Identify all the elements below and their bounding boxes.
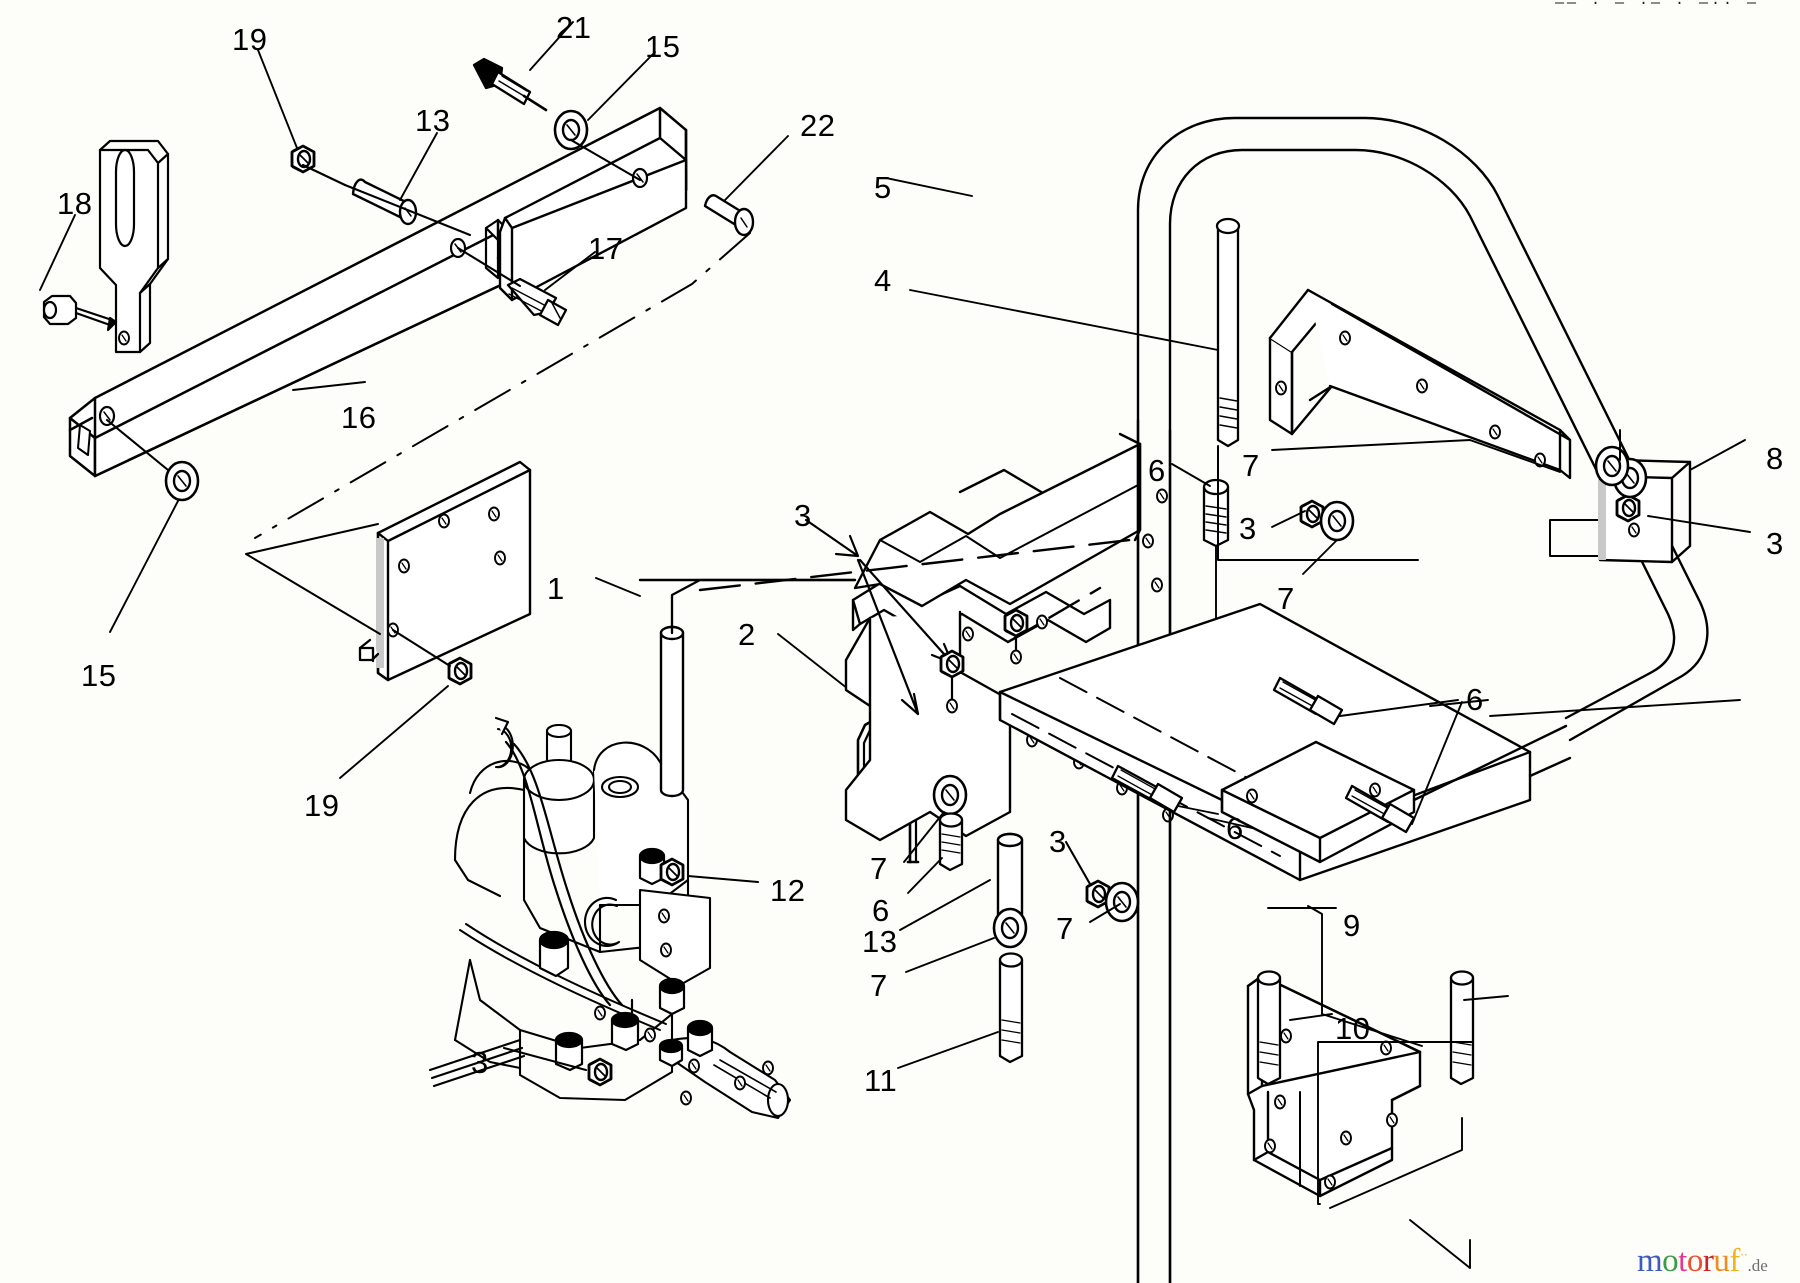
callout-9: 9 xyxy=(1343,908,1361,943)
callout-7-a: 7 xyxy=(1242,448,1260,483)
callout-11: 11 xyxy=(864,1063,898,1098)
wm-dots: ·· xyxy=(1739,1247,1748,1262)
callout-15-b: 15 xyxy=(81,658,117,693)
callout-7-c: 7 xyxy=(870,851,888,886)
callout-3-e: 3 xyxy=(471,1045,489,1080)
header-partial-text: —— · — ·— · —·· — xyxy=(1555,0,1800,4)
callout-18: 18 xyxy=(57,186,93,221)
wm-letter-m: m xyxy=(1637,1243,1663,1279)
motoruf-watermark: motoruf··.de xyxy=(1637,1243,1768,1280)
callout-10: 10 xyxy=(1335,1011,1371,1046)
callout-7-d: 7 xyxy=(1056,911,1074,946)
callout-6-e: 6 xyxy=(1466,682,1484,717)
callout-8: 8 xyxy=(1766,441,1784,476)
callout-13-b: 13 xyxy=(862,924,898,959)
callout-6-d: 6 xyxy=(1226,811,1244,846)
callout-21: 21 xyxy=(556,10,592,45)
callout-2: 2 xyxy=(738,617,756,652)
callout-3-b: 3 xyxy=(1239,511,1257,546)
wm-suffix-de: .de xyxy=(1747,1256,1768,1275)
wm-letter-t: t xyxy=(1678,1243,1687,1279)
callout-3-c: 3 xyxy=(1766,526,1784,561)
wm-letter-f: f xyxy=(1729,1243,1740,1279)
wm-letter-u: u xyxy=(1713,1243,1730,1279)
wm-letter-r: r xyxy=(1702,1243,1714,1279)
callout-16: 16 xyxy=(341,400,377,435)
callout-7-e: 7 xyxy=(870,968,888,1003)
wm-letter-o1: o xyxy=(1662,1243,1679,1279)
callout-1: 1 xyxy=(547,571,565,606)
callout-3-d: 3 xyxy=(1049,824,1067,859)
callout-6-c: 6 xyxy=(872,893,890,928)
callout-19-a: 19 xyxy=(232,22,268,57)
callout-5: 5 xyxy=(874,170,892,205)
callout-4: 4 xyxy=(874,263,892,298)
callout-17: 17 xyxy=(588,231,624,266)
callout-22: 22 xyxy=(800,108,836,143)
callout-12: 12 xyxy=(770,873,806,908)
callout-3-a: 3 xyxy=(794,498,812,533)
callout-15-a: 15 xyxy=(645,29,681,64)
callout-19-b: 19 xyxy=(304,788,340,823)
callout-13-a: 13 xyxy=(415,103,451,138)
wm-letter-o2: o xyxy=(1686,1243,1704,1279)
callout-6-a: 6 xyxy=(1148,453,1166,488)
callout-7-b: 7 xyxy=(1277,581,1295,616)
